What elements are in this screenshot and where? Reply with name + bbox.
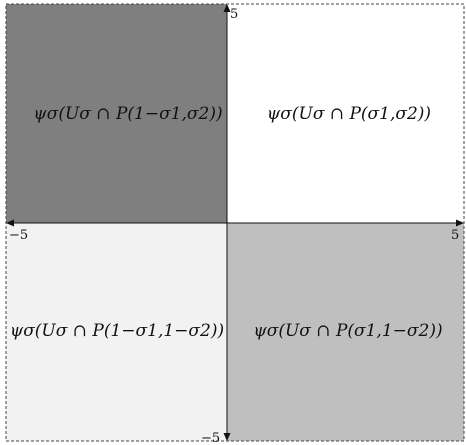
quadrant-top-right <box>227 4 464 223</box>
quadrant-bottom-left <box>6 223 227 441</box>
label-top-left: ψσ(Uσ ∩ P(1−σ1,σ2)) <box>33 104 222 124</box>
dashed-frame <box>5 3 465 442</box>
label-top-right: ψσ(Uσ ∩ P(σ1,σ2)) <box>267 104 431 124</box>
quadrant-bottom-right <box>227 223 464 441</box>
x-min-label: −5 <box>9 228 28 243</box>
quadrant-top-left <box>6 4 227 223</box>
y-max-label: 5 <box>230 7 238 22</box>
y-min-label: −5 <box>201 431 220 445</box>
x-axis-right-arrow <box>456 219 464 227</box>
label-bottom-left: ψσ(Uσ ∩ P(1−σ1,1−σ2)) <box>10 321 224 341</box>
y-axis-top-arrow <box>223 4 231 12</box>
label-bottom-right: ψσ(Uσ ∩ P(σ1,1−σ2)) <box>253 321 442 341</box>
x-max-label: 5 <box>451 228 459 243</box>
x-axis-left-arrow <box>6 219 14 227</box>
y-axis-bottom-arrow <box>223 433 231 441</box>
